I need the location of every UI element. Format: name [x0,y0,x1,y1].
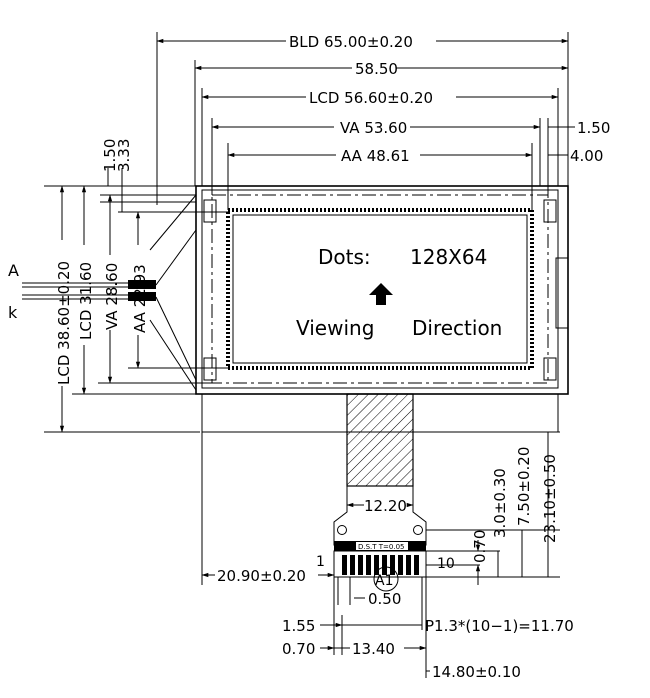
dim-fpc-h3: 7.50±0.20 [515,447,533,526]
dim-fpc-h1: 0.70 [471,530,489,563]
active-area [232,214,528,364]
dim-va-height: VA 28.60 [103,263,121,330]
up-arrow-icon [369,283,393,305]
viewing-text: Viewing [296,316,374,340]
dim-fpc-position: 20.90±0.20 [217,567,306,585]
fpc-pin [358,555,363,575]
backlight-leads [22,194,197,391]
dim-lcd-height: LCD 38.60±0.20 [55,261,73,385]
dim-pin-offset: 0.70 [282,640,315,658]
left-dimensions [44,185,228,433]
dim-top-2: 3.33 [115,139,133,172]
dim-pin-pitch: 0.50 [368,590,401,608]
fpc-pin [398,555,403,575]
fpc-pin [374,555,379,575]
dim-fpc-width: 12.20 [364,497,407,515]
detail-label: A1 [375,573,393,589]
fpc-dimensions [201,431,560,678]
fpc-tail [333,393,427,578]
fpc-pin [390,555,395,575]
dim-pin-calc: P1.3*(10−1)=11.70 [425,617,574,635]
dim-lcd-width: LCD 56.60±0.20 [309,89,433,107]
dim-pin-span: 13.40 [352,640,395,658]
dim-va-width: VA 53.60 [340,119,407,137]
viewing-area [226,208,534,370]
pin-last-label: 10 [437,556,455,572]
fpc-pin [366,555,371,575]
detail-circle [373,566,399,592]
fpc-pin [414,555,419,575]
dim-bld-width: BLD 65.00±0.20 [289,33,413,51]
fpc-pin [342,555,347,575]
dim-right-2: 4.00 [570,147,603,165]
dim-pin-edge: 1.55 [282,617,315,635]
dim-fpc-total: 14.80±0.10 [432,663,521,681]
label-anode: A [8,261,19,280]
dim-aa-width: AA 48.61 [341,147,410,165]
fpc-stamp: D.S.T T=0.05 [358,543,405,551]
label-cathode: k [8,303,18,322]
dim-fpc-h4: 23.10±0.50 [541,454,559,543]
dim-lcd-height-2: LCD 31.60 [77,262,95,340]
top-dimensions [156,38,575,158]
dim-outline-width: 58.50 [355,60,398,78]
dim-top-1: 1.50 [101,139,119,172]
fpc-pins [342,555,419,575]
dim-right-1: 1.50 [577,119,610,137]
dim-fpc-h2: 3.0±0.30 [491,468,509,538]
fpc-pin [350,555,355,575]
pin-first-label: 1 [316,554,325,570]
dots-value: 128X64 [410,245,487,269]
dots-label: Dots: [318,245,371,269]
fpc-pin [382,555,387,575]
module-body [195,185,569,433]
direction-text: Direction [412,316,502,340]
fpc-pin [406,555,411,575]
